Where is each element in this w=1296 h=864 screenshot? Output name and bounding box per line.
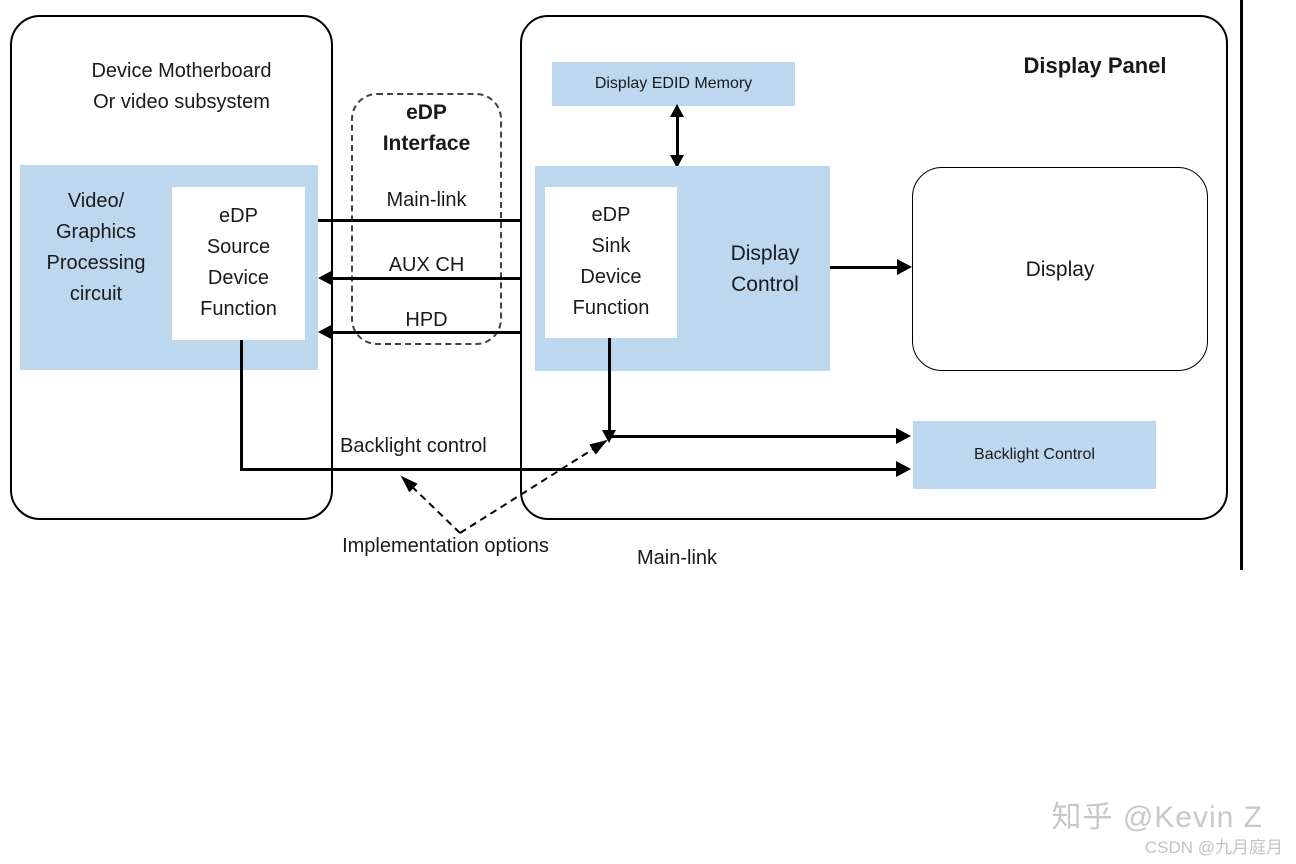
display-edid-memory-label: Display EDID Memory <box>594 75 753 92</box>
page-edge-rule <box>1240 0 1243 570</box>
display-control-label: Display Control <box>730 242 800 296</box>
channel-label-hpd: HPD <box>405 309 448 331</box>
channel-label-aux-ch: AUX CH <box>388 254 465 276</box>
edp-source-device-function-box <box>172 187 305 340</box>
csdn-watermark: CSDN @九月庭月 <box>1144 838 1283 857</box>
edp-sink-device-function-box <box>545 187 677 338</box>
device-motherboard-title-line2: Or video subsystem <box>93 91 270 113</box>
edid-arrowhead-up-icon <box>670 104 684 117</box>
edid-arrowhead-down-icon <box>670 155 684 168</box>
aux-ch-arrow-line <box>333 277 520 280</box>
display-box <box>912 167 1208 371</box>
source-backlight-arrowhead-icon <box>896 461 911 477</box>
source-backlight-vline <box>240 340 243 471</box>
aux-ch-arrowhead-left-icon <box>318 270 333 286</box>
sink-backlight-hline <box>610 435 896 438</box>
implementation-options-arrows <box>400 439 608 534</box>
device-motherboard-title-line1: Device Motherboard <box>91 60 272 82</box>
display-panel-title: Display Panel <box>1023 53 1167 78</box>
implementation-options-label: Implementation options <box>342 535 549 557</box>
channel-label-main-link: Main-link <box>386 189 467 211</box>
device-motherboard-title: Device Motherboard Or video subsystem <box>30 56 333 118</box>
display-edid-memory-box <box>552 62 795 106</box>
edid-arrow-line <box>676 117 679 155</box>
main-link-bottom-label: Main-link <box>637 547 718 569</box>
hpd-arrowhead-left-icon <box>318 324 333 340</box>
backlight-control-box <box>913 421 1156 489</box>
sink-backlight-arrowhead-down-icon <box>602 430 616 443</box>
backlight-control-label: Backlight control <box>340 435 487 457</box>
edp-source-device-function-label: eDP Source Device Function <box>200 205 277 320</box>
zhihu-watermark: 知乎 @Kevin Z <box>1051 801 1263 834</box>
main-link-arrow-line <box>318 219 520 222</box>
source-backlight-hline <box>240 468 896 471</box>
edp-interface-title: eDP Interface <box>382 101 471 155</box>
sink-backlight-vline <box>608 338 611 430</box>
display-arrowhead-icon <box>897 259 912 275</box>
edp-sink-device-function-label: eDP Sink Device Function <box>572 204 650 319</box>
display-arrow-line <box>830 266 897 269</box>
video-graphics-processing-label: Video/ Graphics Processing circuit <box>46 190 146 305</box>
sink-backlight-arrowhead-icon <box>896 428 911 444</box>
hpd-arrow-line <box>333 331 535 334</box>
display-label: Display <box>1025 258 1095 281</box>
backlight-control-box-label: Backlight Control <box>974 446 1095 463</box>
